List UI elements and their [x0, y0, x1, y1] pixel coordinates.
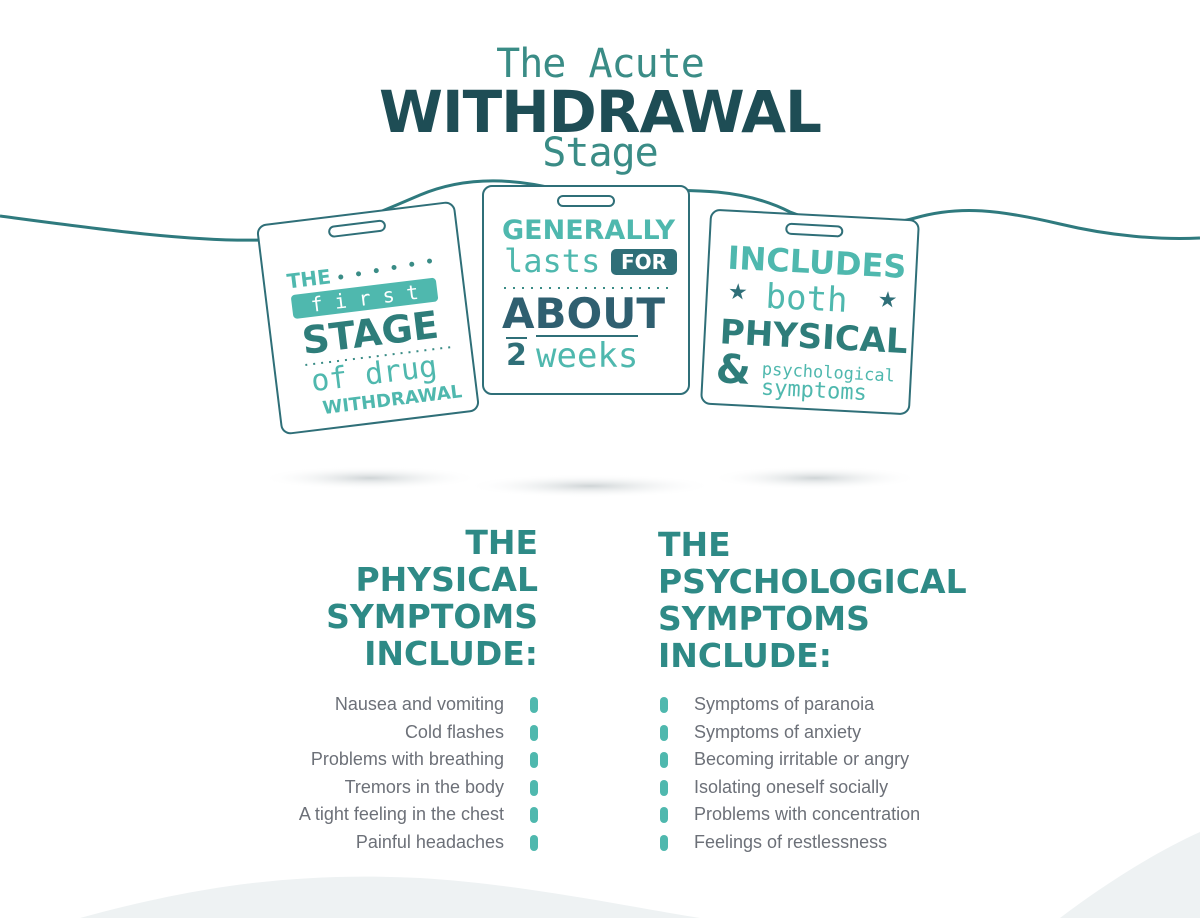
list-item: Problems with concentration	[658, 801, 978, 829]
card2-weeks: weeks	[536, 335, 639, 376]
bullet-pill	[530, 752, 538, 769]
bottom-wave-right	[1060, 832, 1200, 918]
bullet-pill	[660, 779, 668, 796]
bullet-pill	[530, 697, 538, 713]
card-clip	[327, 219, 387, 239]
list-item: Symptoms of paranoia	[658, 691, 978, 719]
title-line-3: Stage	[542, 130, 658, 176]
card-first-stage: THE f i r s t STAGE of drug WITHDRAWAL	[255, 200, 481, 436]
list-item: Isolating oneself socially	[658, 774, 978, 802]
star-icon: ★	[877, 287, 899, 314]
card-duration: GENERALLY lasts FOR ABOUT 2 weeks	[482, 185, 690, 395]
title-line-2: WITHDRAWAL	[379, 78, 822, 146]
bullet-pill	[530, 724, 538, 741]
card2-about: ABOUT	[502, 289, 665, 338]
dotted-line	[305, 345, 455, 366]
physical-symptom-list: Nausea and vomiting Cold flashes Problem…	[240, 691, 540, 857]
card3-both: both	[764, 276, 849, 321]
card2-num: 2	[506, 337, 527, 373]
bullet-pill	[530, 807, 538, 824]
card-shadow	[260, 466, 480, 490]
list-item: Feelings of restlessness	[658, 829, 978, 857]
list-item: Cold flashes	[240, 719, 540, 747]
psychological-heading: THE PSYCHOLOGICAL SYMPTOMS INCLUDE:	[658, 525, 967, 675]
bottom-wave	[80, 876, 700, 918]
list-item: A tight feeling in the chest	[240, 801, 540, 829]
list-item: Problems with breathing	[240, 746, 540, 774]
bullet-pill	[660, 752, 668, 769]
psychological-symptom-list: Symptoms of paranoia Symptoms of anxiety…	[658, 691, 978, 857]
title-line-1: The Acute	[496, 41, 705, 87]
list-item: Tremors in the body	[240, 774, 540, 802]
card-clip	[557, 195, 615, 207]
dotted-line	[504, 287, 672, 289]
card2-lasts: lasts	[504, 242, 601, 280]
list-item: Becoming irritable or angry	[658, 746, 978, 774]
card1-the: THE	[285, 264, 333, 294]
list-item: Nausea and vomiting	[240, 691, 540, 719]
list-item: Painful headaches	[240, 829, 540, 857]
card-shadow	[710, 466, 920, 490]
dot-row	[338, 258, 433, 280]
bullet-pill	[530, 834, 538, 851]
card2-generally: GENERALLY	[502, 215, 676, 246]
physical-heading: THE PHYSICAL SYMPTOMS INCLUDE:	[326, 523, 538, 673]
list-item: Symptoms of anxiety	[658, 719, 978, 747]
card3-includes: INCLUDES	[726, 238, 908, 286]
card3-symptoms: symptoms	[760, 375, 868, 407]
bullet-pill	[530, 779, 538, 796]
bullet-pill	[660, 724, 668, 741]
card3-amp: &	[714, 346, 752, 394]
card-includes: INCLUDES ★ both ★ PHYSICAL & psychologic…	[700, 208, 920, 416]
star-icon: ★	[727, 279, 749, 306]
bullet-pill	[660, 697, 668, 713]
card2-for: FOR	[611, 249, 677, 275]
bullet-pill	[660, 807, 668, 824]
card-shadow	[465, 474, 715, 498]
card-clip	[785, 222, 844, 238]
bullet-pill	[660, 834, 668, 851]
